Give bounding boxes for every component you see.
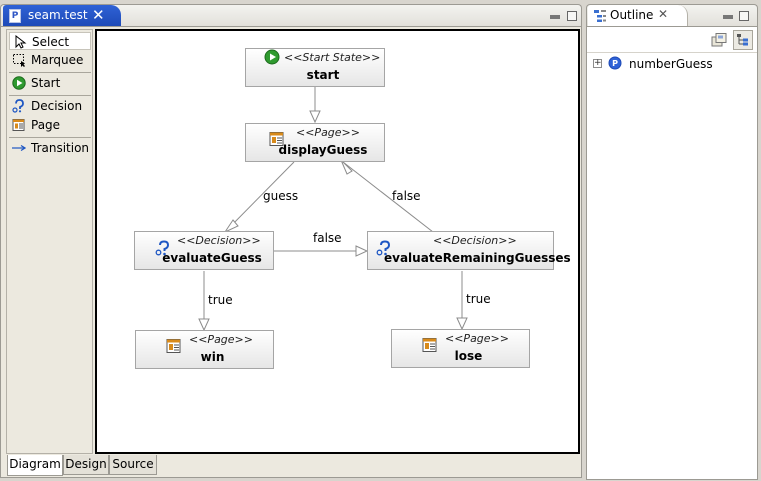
- transition-label-true: true: [466, 292, 491, 306]
- arrowhead: [456, 317, 468, 331]
- tab-diagram[interactable]: Diagram: [7, 455, 63, 476]
- node-displayguess[interactable]: <<Page>> displayGuess: [245, 123, 385, 162]
- start-state-icon: [264, 49, 280, 65]
- decision-icon: [12, 99, 24, 113]
- palette-item-select[interactable]: Select: [9, 32, 91, 50]
- outline-tab-label: Outline: [610, 8, 654, 22]
- transition-guess: [226, 161, 295, 231]
- node-lose[interactable]: <<Page>> lose: [391, 329, 530, 368]
- editor-body: Select Marquee Start Decision: [0, 26, 582, 478]
- palette-item-label: Select: [32, 35, 70, 49]
- expand-icon[interactable]: +: [593, 58, 602, 68]
- minimize-icon[interactable]: [550, 15, 560, 19]
- palette-item-decision[interactable]: Decision: [9, 97, 91, 115]
- process-icon: P: [608, 56, 622, 70]
- editor-tab-seam-test[interactable]: P seam.test ✕: [3, 5, 121, 27]
- diagram-editor: P seam.test ✕ Select Marquee: [0, 4, 582, 478]
- arrowhead: [223, 219, 239, 234]
- palette-item-label: Decision: [31, 99, 83, 113]
- tree-item-numberguess[interactable]: + P numberGuess: [593, 56, 753, 74]
- maximize-icon[interactable]: [739, 11, 749, 21]
- node-stereotype: <<Page>>: [189, 333, 253, 346]
- svg-text:P: P: [612, 59, 618, 68]
- transition-label-guess: guess: [263, 189, 299, 203]
- transition-layer: [198, 87, 468, 332]
- editor-tab-label: seam.test: [28, 8, 88, 22]
- decision-icon: [376, 240, 391, 256]
- minimize-icon[interactable]: [723, 15, 733, 19]
- page-icon: [269, 132, 284, 146]
- close-icon[interactable]: ✕: [92, 6, 105, 24]
- node-stereotype: <<Page>>: [296, 126, 360, 139]
- close-icon[interactable]: ✕: [658, 7, 669, 21]
- palette-item-label: Start: [31, 76, 61, 90]
- outline-body: + P numberGuess: [586, 26, 758, 480]
- tree-view-toggle[interactable]: [733, 30, 753, 50]
- tree-item-label: numberGuess: [629, 57, 713, 71]
- transition-false-back: [342, 161, 434, 233]
- transition-label-false: false: [313, 231, 342, 245]
- node-start[interactable]: <<Start State>> start: [245, 48, 385, 87]
- palette-item-start[interactable]: Start: [9, 74, 91, 92]
- outline-tab-bar: Outline ✕: [586, 4, 758, 27]
- outline-view: Outline ✕ + P numberGuess: [586, 4, 758, 480]
- arrowhead: [309, 110, 321, 124]
- node-win[interactable]: <<Page>> win: [135, 330, 274, 369]
- maximize-icon[interactable]: [567, 11, 577, 21]
- tab-source[interactable]: Source: [109, 455, 157, 475]
- palette-separator: [9, 72, 91, 73]
- overview-icon[interactable]: [711, 32, 727, 48]
- node-name: displayGuess: [278, 143, 368, 157]
- tree-icon: [737, 34, 748, 46]
- diagram-canvas[interactable]: guess false false true true <<Start Stat…: [95, 29, 580, 454]
- node-name: evaluateRemainingGuesses: [384, 251, 571, 265]
- node-name: evaluateGuess: [162, 251, 262, 265]
- palette-item-marquee[interactable]: Marquee: [9, 51, 91, 69]
- arrowhead: [355, 245, 369, 257]
- palette-item-transition[interactable]: Transition: [9, 139, 91, 157]
- node-stereotype: <<Start State>>: [284, 51, 381, 64]
- node-stereotype: <<Decision>>: [177, 234, 261, 247]
- transition-label-false: false: [392, 189, 421, 203]
- palette-separator: [9, 95, 91, 96]
- node-evaluateguess[interactable]: <<Decision>> evaluateGuess: [134, 231, 274, 270]
- arrow-cursor-icon: [15, 35, 27, 49]
- editor-page-tabs: Diagram Design Source: [7, 455, 579, 476]
- start-state-icon: [12, 76, 26, 90]
- outline-icon: [594, 10, 606, 22]
- transition-label-true: true: [208, 293, 233, 307]
- editor-tab-bar: P seam.test ✕: [0, 4, 582, 27]
- arrowhead: [340, 159, 353, 175]
- page-icon: [12, 119, 25, 131]
- tab-design[interactable]: Design: [63, 455, 109, 475]
- node-name: start: [306, 68, 340, 82]
- palette-item-page[interactable]: Page: [9, 116, 91, 134]
- palette: Select Marquee Start Decision: [6, 29, 93, 454]
- palette-separator: [9, 137, 91, 138]
- node-evaluateremainingguesses[interactable]: <<Decision>> evaluateRemainingGuesses: [367, 231, 571, 270]
- process-file-icon: P: [9, 9, 21, 23]
- transition-arrow-icon: [12, 144, 26, 152]
- outline-tab[interactable]: Outline ✕: [588, 5, 688, 27]
- palette-item-label: Page: [31, 118, 61, 132]
- node-stereotype: <<Page>>: [445, 332, 509, 345]
- palette-item-label: Marquee: [31, 53, 84, 67]
- node-name: win: [200, 350, 225, 364]
- node-name: lose: [454, 349, 483, 363]
- page-icon: [422, 338, 437, 352]
- page-icon: [166, 339, 181, 353]
- marquee-icon: [13, 54, 25, 67]
- arrowhead: [198, 318, 210, 332]
- node-stereotype: <<Decision>>: [433, 234, 517, 247]
- outline-toolbar: [587, 27, 757, 53]
- palette-item-label: Transition: [31, 141, 90, 155]
- decision-icon: [155, 240, 170, 256]
